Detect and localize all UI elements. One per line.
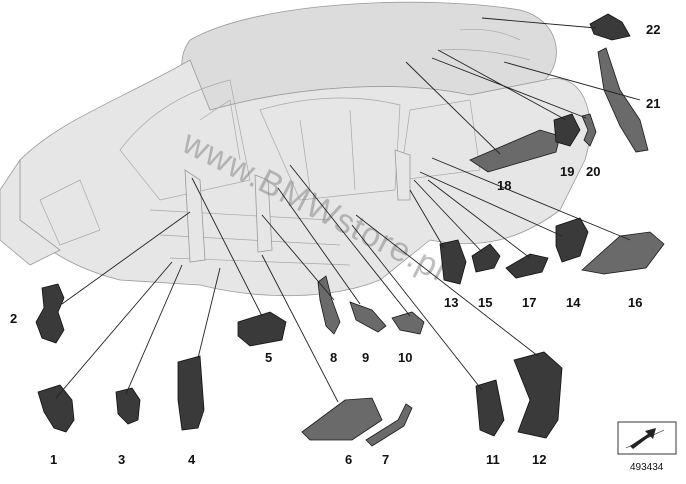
reference-number: 493434 xyxy=(630,462,664,473)
part-22-shape xyxy=(589,13,631,41)
part-1-shape xyxy=(37,384,75,433)
callout-12: 12 xyxy=(532,452,546,467)
callout-5: 5 xyxy=(265,350,272,365)
part-15-shape xyxy=(471,243,501,273)
callout-15: 15 xyxy=(478,295,492,310)
callout-2: 2 xyxy=(10,311,17,326)
part-16-shape xyxy=(581,231,665,275)
arrow-direction-icon xyxy=(617,421,677,455)
callout-9: 9 xyxy=(362,350,369,365)
part-3-shape xyxy=(115,387,141,425)
parts-group xyxy=(35,13,665,447)
callout-10: 10 xyxy=(398,350,412,365)
part-7-shape xyxy=(365,403,413,447)
part-10-shape xyxy=(391,311,425,335)
leader-lines xyxy=(55,17,641,403)
callout-8: 8 xyxy=(330,350,337,365)
callout-13: 13 xyxy=(444,295,458,310)
part-18-shape xyxy=(469,129,561,173)
car-body-shell xyxy=(0,1,591,297)
callout-19: 19 xyxy=(560,164,574,179)
callout-1: 1 xyxy=(50,452,57,467)
part-21-shape xyxy=(597,47,649,153)
part-13-shape xyxy=(439,239,467,285)
callout-3: 3 xyxy=(118,452,125,467)
callout-16: 16 xyxy=(628,295,642,310)
callout-11: 11 xyxy=(486,452,500,467)
callout-labels: 1 2 3 4 5 6 7 8 9 10 11 12 13 14 15 16 1… xyxy=(10,22,660,467)
part-12-shape xyxy=(513,351,563,439)
part-6-shape xyxy=(301,397,383,441)
part-2-shape xyxy=(35,283,65,344)
callout-18: 18 xyxy=(497,178,511,193)
callout-14: 14 xyxy=(566,295,581,310)
part-19-shape xyxy=(553,113,581,147)
part-11-shape xyxy=(475,379,505,437)
part-17-shape xyxy=(505,253,549,279)
part-9-shape xyxy=(349,301,387,333)
callout-17: 17 xyxy=(522,295,536,310)
part-14-shape xyxy=(555,217,589,263)
callout-20: 20 xyxy=(586,164,600,179)
callout-22: 22 xyxy=(646,22,660,37)
part-20-shape xyxy=(581,113,597,147)
callout-6: 6 xyxy=(345,452,352,467)
callout-7: 7 xyxy=(382,452,389,467)
callout-21: 21 xyxy=(646,96,660,111)
callout-4: 4 xyxy=(188,452,196,467)
part-4-shape xyxy=(177,355,205,431)
part-8-shape xyxy=(317,275,341,335)
part-5-shape xyxy=(237,311,287,347)
